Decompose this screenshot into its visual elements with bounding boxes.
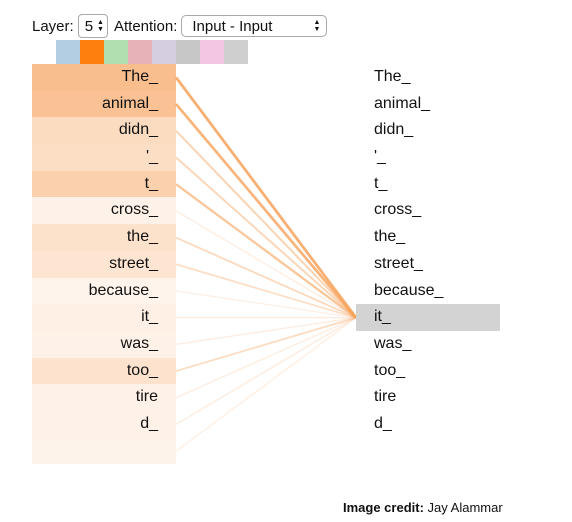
source-token[interactable]: was_ bbox=[32, 330, 176, 358]
head-swatch[interactable] bbox=[56, 40, 80, 64]
attention-line bbox=[175, 316, 357, 346]
query-token[interactable]: it_ bbox=[356, 304, 500, 331]
target-token[interactable]: d_ bbox=[374, 414, 392, 432]
attention-select[interactable]: Input - Input ▲▼ bbox=[181, 15, 328, 37]
head-swatch[interactable] bbox=[80, 40, 104, 64]
target-token[interactable]: didn_ bbox=[374, 121, 414, 139]
source-tokens: The_animal_didn_'_t_cross_the_street_bec… bbox=[32, 64, 176, 465]
head-swatch[interactable] bbox=[152, 40, 176, 64]
source-token[interactable]: the_ bbox=[32, 224, 176, 251]
head-swatch[interactable] bbox=[200, 40, 224, 64]
target-token[interactable]: cross_ bbox=[374, 201, 422, 219]
attention-line bbox=[175, 317, 357, 426]
attention-line bbox=[175, 210, 357, 319]
source-token[interactable]: cross_ bbox=[32, 197, 176, 225]
attention-line bbox=[175, 263, 357, 319]
target-token[interactable]: the_ bbox=[374, 228, 406, 246]
attention-line bbox=[175, 130, 357, 319]
source-token[interactable]: d_ bbox=[32, 410, 176, 438]
credit-label: Image credit: bbox=[343, 500, 424, 515]
stepper-arrows-icon[interactable]: ▲▼ bbox=[97, 19, 104, 33]
target-token[interactable]: because_ bbox=[374, 281, 444, 299]
attention-line bbox=[175, 317, 357, 399]
attention-line bbox=[175, 316, 357, 372]
attention-label: Attention: bbox=[113, 17, 178, 35]
layer-value: 5 bbox=[84, 17, 94, 35]
target-tokens: The_ animal_ didn_ '_ t_ cross_ the_ street_bec… bbox=[356, 64, 500, 438]
source-token[interactable] bbox=[32, 437, 176, 465]
head-swatch[interactable] bbox=[104, 40, 128, 64]
toolbar: Layer: 5 ▲▼ Attention: Input - Input ▲▼ bbox=[32, 14, 328, 38]
head-swatch[interactable] bbox=[176, 40, 200, 64]
target-token[interactable]: The_ bbox=[374, 68, 411, 85]
image-credit: Image credit: Jay Alammar bbox=[343, 500, 503, 515]
target-token[interactable]: animal_ bbox=[374, 94, 431, 112]
target-token[interactable]: '_ bbox=[374, 148, 386, 166]
source-token[interactable]: tire bbox=[32, 384, 176, 411]
source-token[interactable]: because_ bbox=[32, 277, 176, 305]
attention-line bbox=[174, 76, 358, 319]
head-swatches bbox=[56, 40, 248, 64]
source-token[interactable]: animal_ bbox=[32, 90, 176, 118]
source-token[interactable]: it_ bbox=[32, 304, 176, 331]
source-token[interactable]: t_ bbox=[32, 170, 176, 198]
target-token[interactable]: t_ bbox=[374, 174, 388, 192]
attention-line bbox=[174, 103, 358, 319]
select-arrows-icon: ▲▼ bbox=[313, 19, 321, 33]
target-token[interactable]: too_ bbox=[374, 361, 406, 379]
attention-line bbox=[175, 290, 357, 319]
attention-value: Input - Input bbox=[192, 17, 273, 35]
source-token[interactable]: too_ bbox=[32, 357, 176, 385]
source-token[interactable]: didn_ bbox=[32, 117, 176, 145]
layer-label: Layer: bbox=[32, 17, 74, 35]
source-token[interactable]: '_ bbox=[32, 144, 176, 171]
attention-line bbox=[175, 156, 357, 319]
credit-author: Jay Alammar bbox=[427, 500, 503, 515]
head-swatch[interactable] bbox=[128, 40, 152, 64]
head-swatch[interactable] bbox=[224, 40, 248, 64]
attention-line bbox=[175, 317, 357, 452]
target-token[interactable]: was_ bbox=[374, 334, 412, 352]
source-token[interactable]: The_ bbox=[32, 64, 176, 91]
target-token[interactable]: street_ bbox=[374, 254, 423, 272]
source-token[interactable]: street_ bbox=[32, 250, 176, 278]
layer-stepper[interactable]: 5 ▲▼ bbox=[77, 14, 108, 38]
target-token[interactable]: tire bbox=[374, 388, 397, 406]
attention-line bbox=[175, 236, 357, 319]
attention-line bbox=[175, 183, 357, 319]
